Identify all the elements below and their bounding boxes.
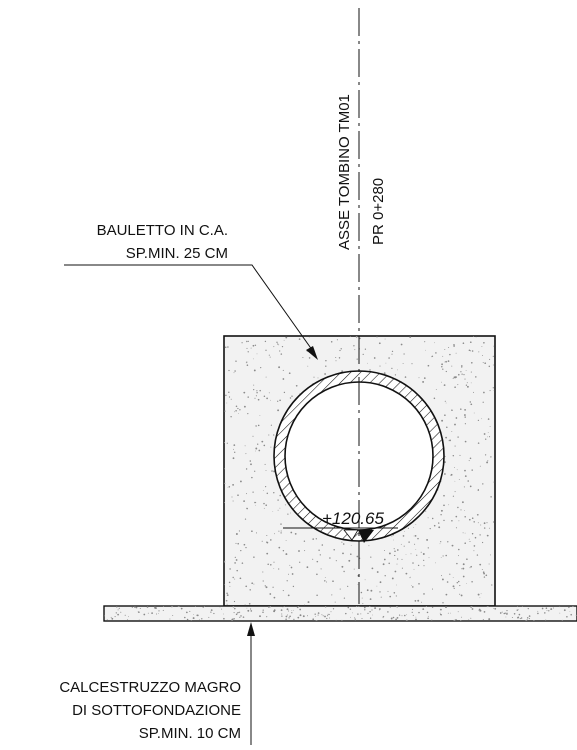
bauletto-leader-arrowhead bbox=[306, 346, 318, 360]
axis-label-progressive: PR 0+280 bbox=[370, 178, 387, 245]
bauletto-label-line2: SP.MIN. 25 CM bbox=[126, 245, 228, 262]
bauletto-label-line1: BAULETTO IN C.A. bbox=[97, 222, 228, 239]
elevation-triangle-outline bbox=[343, 529, 359, 541]
lean-concrete-slab bbox=[103, 605, 577, 622]
magro-leader-arrowhead bbox=[247, 622, 255, 636]
slab-speckle-texture bbox=[104, 606, 577, 621]
axis-label-tombino: ASSE TOMBINO TM01 bbox=[336, 94, 353, 250]
elevation-triangle-icon bbox=[358, 530, 374, 543]
bauletto-leader-line bbox=[64, 264, 316, 355]
elevation-value: +120.65 bbox=[322, 509, 384, 528]
magro-label-line3: SP.MIN. 10 CM bbox=[139, 725, 241, 742]
magro-label-line1: CALCESTRUZZO MAGRO bbox=[59, 679, 241, 696]
magro-label-line2: DI SOTTOFONDAZIONE bbox=[72, 702, 241, 719]
